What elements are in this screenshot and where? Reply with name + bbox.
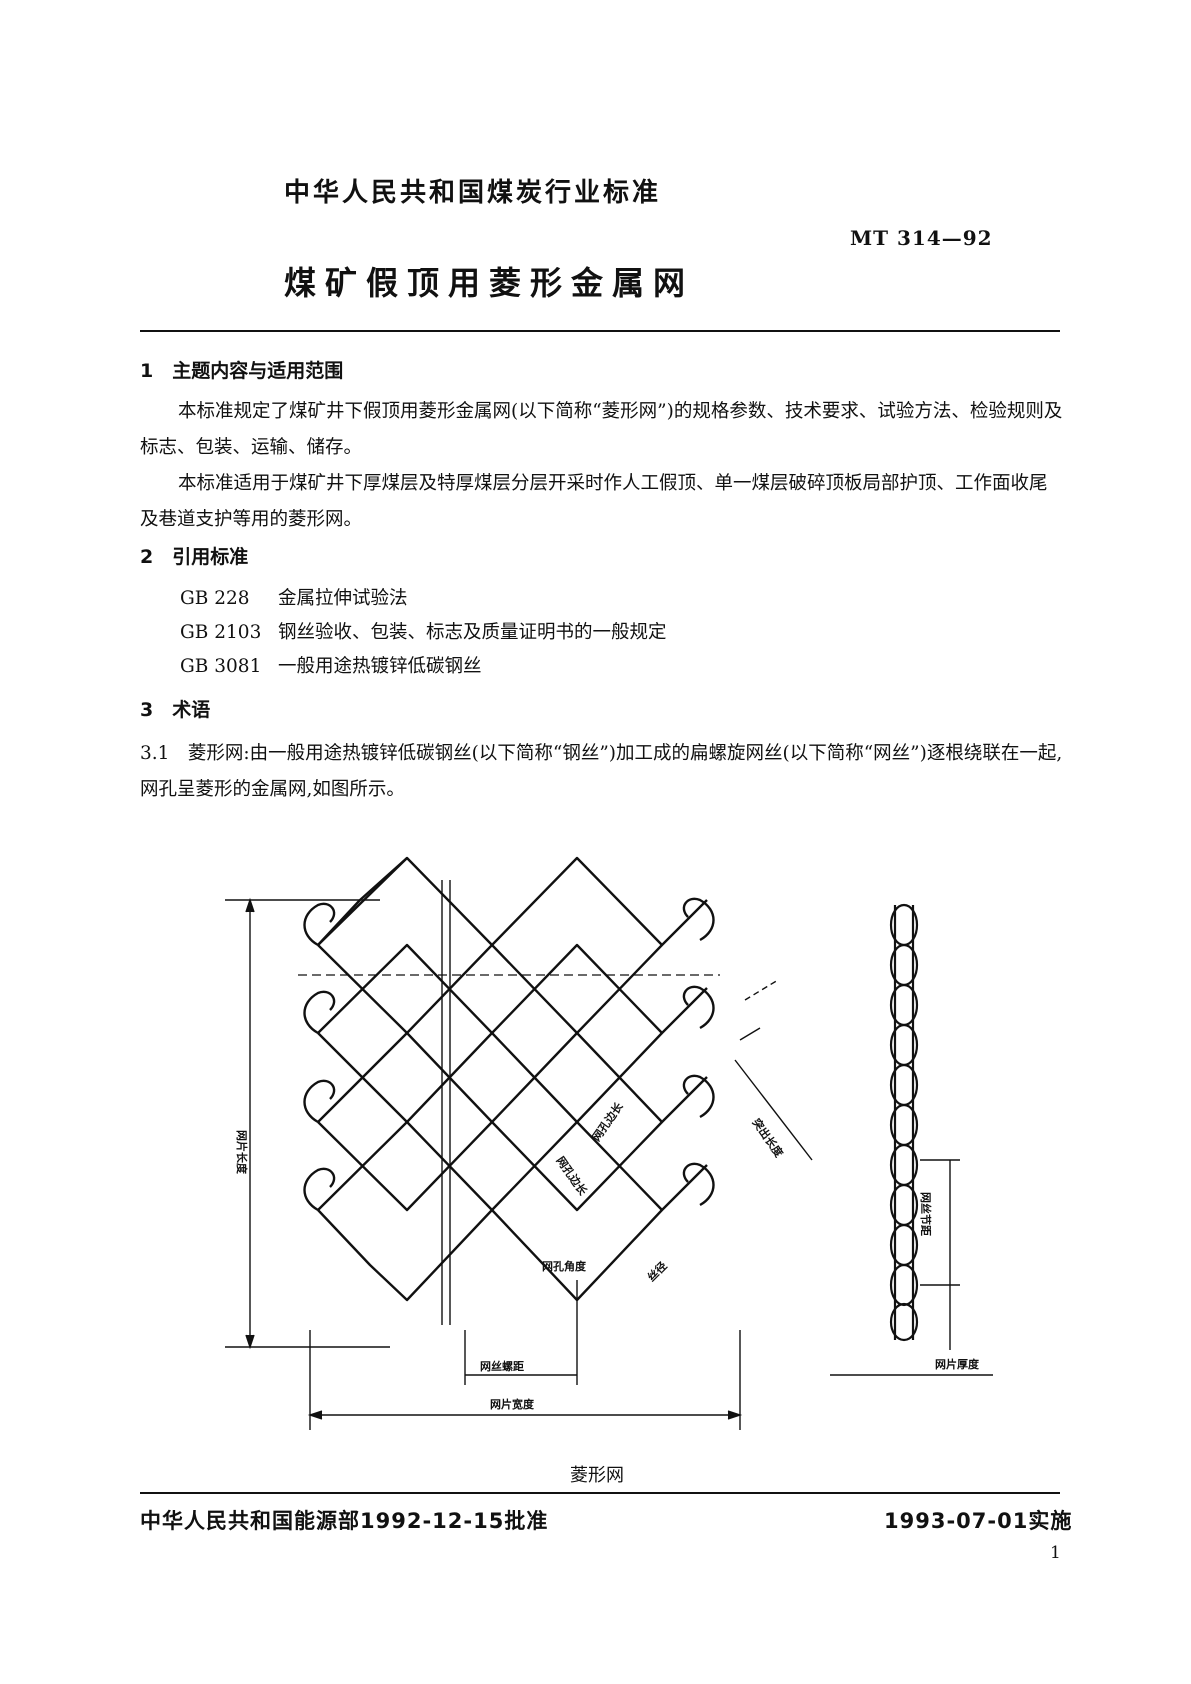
section-3-1-paragraph: 3.1 菱形网:由一般用途热镀锌低碳钢丝(以下简称“钢丝”)加工成的扁螺旋网丝(… bbox=[140, 743, 1063, 800]
header-rule bbox=[140, 330, 1060, 332]
approval-line: 中华人民共和国能源部1992-12-15批准 bbox=[140, 1509, 549, 1533]
label-hole-side-1: 网孔边长 bbox=[589, 1099, 626, 1144]
standard-number: MT 314—92 bbox=[850, 226, 993, 250]
side-view-links bbox=[889, 903, 919, 1342]
mesh-front-view bbox=[298, 856, 720, 1325]
reference-title: 钢丝验收、包装、标志及质量证明书的一般规定 bbox=[278, 622, 667, 643]
label-length: 网片长度 bbox=[235, 1130, 249, 1175]
section-1-paragraph-2: 本标准适用于煤矿井下厚煤层及特厚煤层分层开采时作人工假顶、单一煤层破碎顶板局部护… bbox=[140, 473, 1048, 530]
label-width: 网片宽度 bbox=[490, 1397, 535, 1411]
label-protrusion: 突出长度 bbox=[750, 1116, 787, 1161]
section-3-heading: 3 术语 bbox=[140, 699, 211, 721]
document-title: 煤矿假顶用菱形金属网 bbox=[284, 264, 695, 302]
effective-date: 1993-07-01实施 bbox=[884, 1509, 1073, 1533]
reference-code: GB 3081 bbox=[180, 656, 262, 677]
reference-item: GB 3081 一般用途热镀锌低碳钢丝 bbox=[180, 652, 482, 678]
label-thickness: 网片厚度 bbox=[935, 1357, 980, 1371]
reference-code: GB 2103 bbox=[180, 622, 262, 643]
section-1-heading: 1 主题内容与适用范围 bbox=[140, 360, 344, 382]
label-hole-angle: 网孔角度 bbox=[542, 1259, 587, 1273]
page-number: 1 bbox=[1050, 1543, 1061, 1563]
reference-title: 金属拉伸试验法 bbox=[278, 588, 408, 609]
label-wire-diameter: 丝径 bbox=[644, 1259, 669, 1284]
figure-caption: 菱形网 bbox=[570, 1465, 624, 1486]
org-title: 中华人民共和国煤炭行业标准 bbox=[284, 178, 662, 208]
label-spiral-pitch: 网丝螺距 bbox=[480, 1359, 524, 1373]
section-2-heading: 2 引用标准 bbox=[140, 546, 249, 568]
reference-code: GB 228 bbox=[180, 588, 250, 609]
footer-rule bbox=[140, 1492, 1060, 1494]
reference-item: GB 228 金属拉伸试验法 bbox=[180, 584, 408, 610]
section-1-paragraph-1: 本标准规定了煤矿井下假顶用菱形金属网(以下简称“菱形网”)的规格参数、技术要求、… bbox=[140, 401, 1063, 458]
reference-item: GB 2103 钢丝验收、包装、标志及质量证明书的一般规定 bbox=[180, 618, 667, 644]
reference-title: 一般用途热镀锌低碳钢丝 bbox=[278, 656, 482, 677]
label-wire-pitch: 网丝节距 bbox=[919, 1192, 933, 1236]
